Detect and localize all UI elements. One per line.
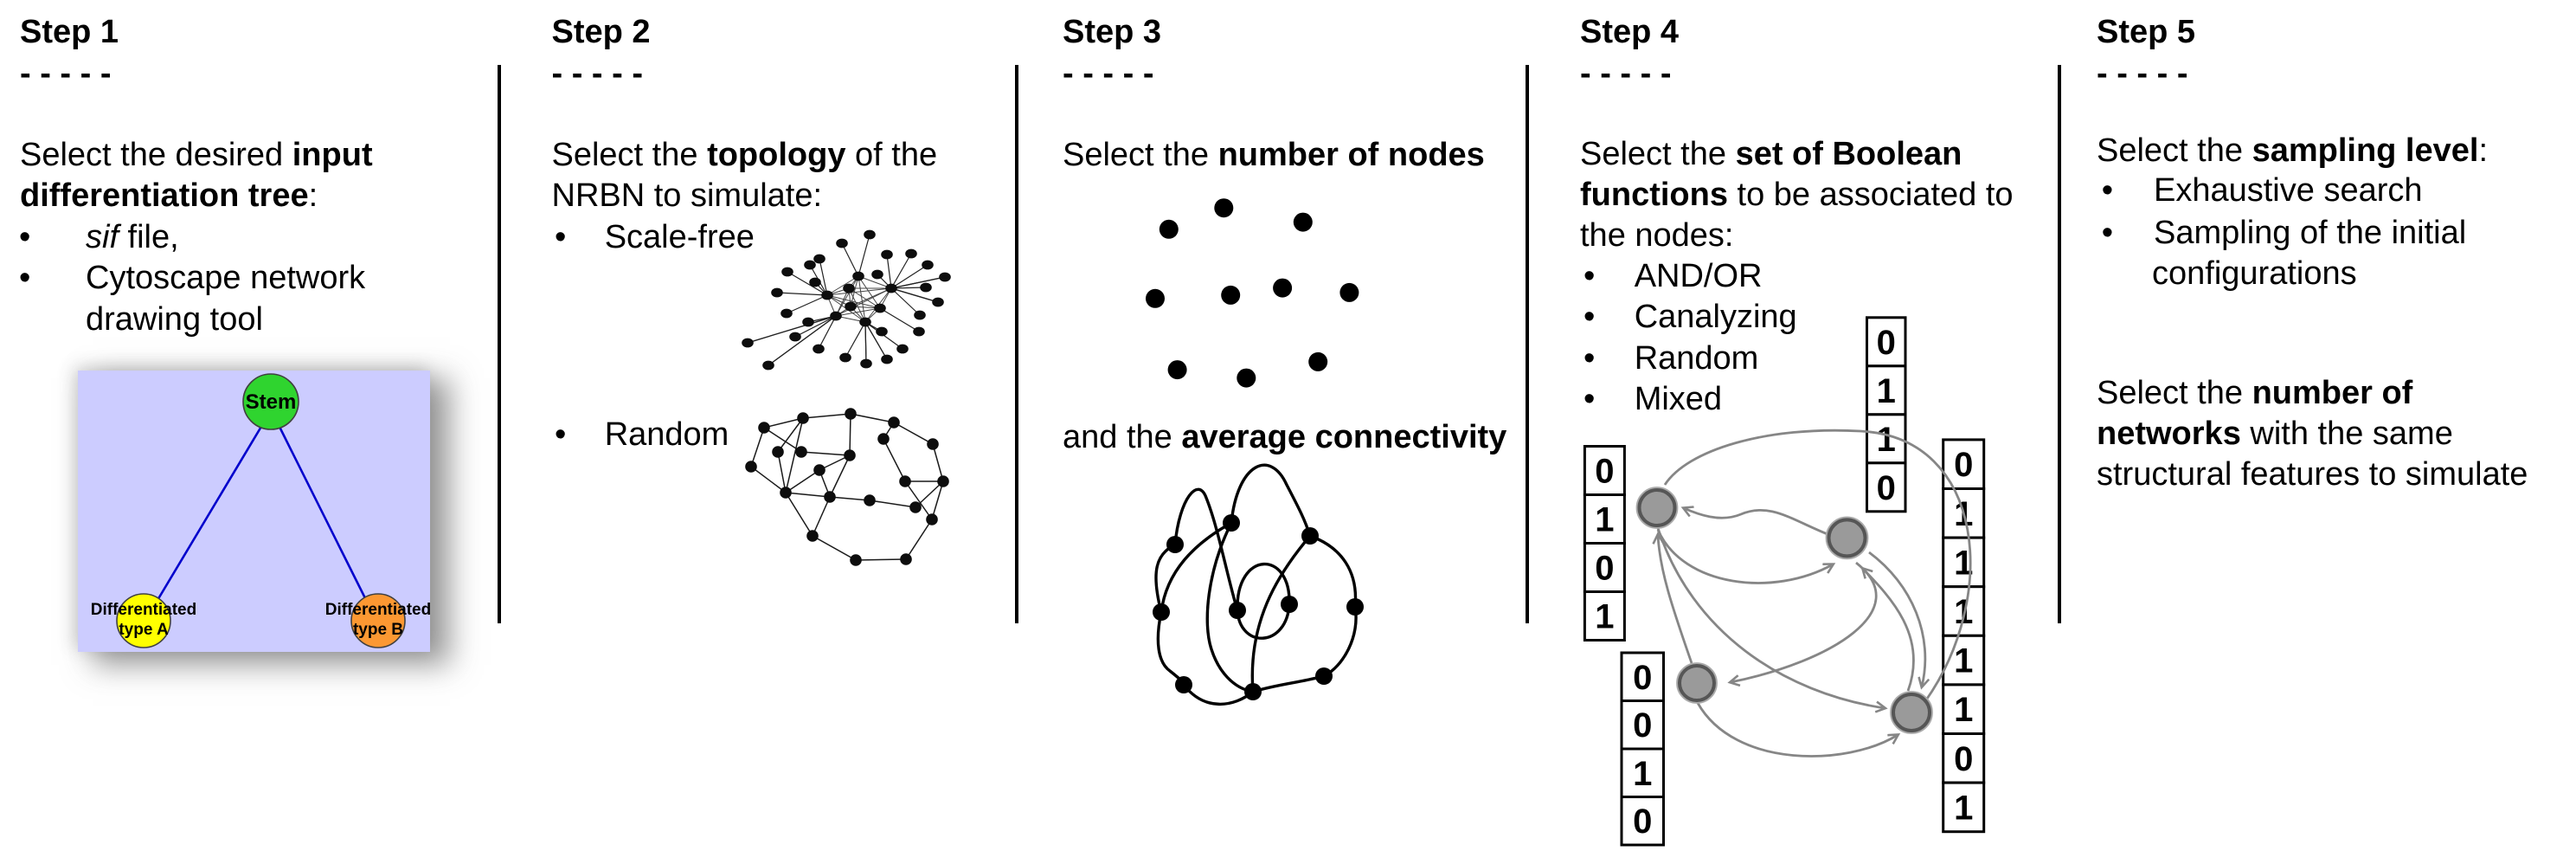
- svg-text:type B: type B: [353, 621, 403, 639]
- svg-text:1: 1: [1877, 421, 1896, 459]
- svg-text:Differentiated: Differentiated: [325, 601, 431, 619]
- svg-text:1: 1: [1954, 789, 1973, 827]
- svg-text:0: 0: [1954, 740, 1973, 778]
- svg-text:1: 1: [1595, 598, 1614, 636]
- svg-text:Stem: Stem: [246, 390, 297, 414]
- svg-text:1: 1: [1954, 691, 1973, 729]
- svg-text:0: 0: [1633, 659, 1652, 697]
- svg-text:0: 0: [1633, 706, 1652, 745]
- svg-text:type A: type A: [119, 621, 169, 639]
- svg-text:0: 0: [1954, 446, 1973, 484]
- svg-text:0: 0: [1595, 453, 1614, 491]
- svg-text:0: 0: [1877, 324, 1896, 362]
- svg-text:1: 1: [1877, 372, 1896, 410]
- svg-text:0: 0: [1595, 550, 1614, 588]
- svg-text:1: 1: [1595, 501, 1614, 539]
- svg-text:1: 1: [1954, 642, 1973, 680]
- svg-text:0: 0: [1633, 803, 1652, 841]
- svg-text:1: 1: [1954, 544, 1973, 582]
- svg-text:0: 0: [1877, 469, 1896, 507]
- svg-text:1: 1: [1633, 755, 1652, 793]
- svg-text:Differentiated: Differentiated: [91, 601, 196, 619]
